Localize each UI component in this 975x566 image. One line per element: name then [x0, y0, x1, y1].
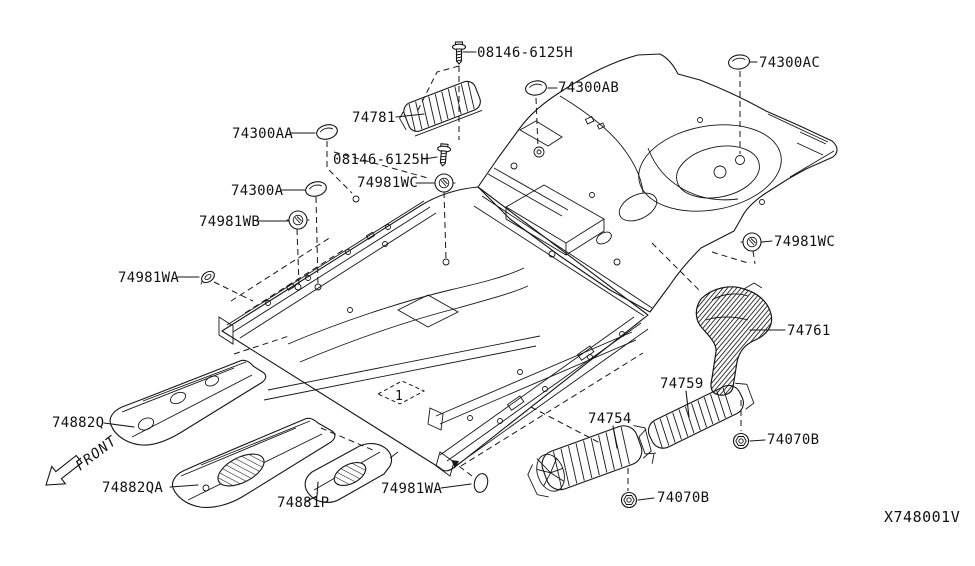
part-label-74882QA: 74882QA [102, 480, 163, 496]
grommet-icon [432, 173, 456, 193]
part-label-74300A: 74300A [231, 183, 284, 199]
part-label-74759: 74759 [660, 376, 704, 392]
insulator-74761-drawing [695, 282, 773, 396]
rear-floor-pan-drawing [473, 53, 838, 317]
part-label-74754: 74754 [588, 411, 632, 427]
part-label-74070B-lower: 74070B [657, 490, 709, 506]
plug-icon [728, 54, 750, 70]
plug-oval-icon [473, 473, 489, 493]
part-label-74881P: 74881P [277, 495, 329, 511]
plug-icon [305, 181, 327, 197]
part-label-74981WC-left: 74981WC [357, 175, 418, 191]
part-label-74981WA-left: 74981WA [118, 270, 179, 286]
floor-callout: 1 [376, 380, 426, 405]
grommet-icon [286, 210, 310, 230]
front-label: FRONT [73, 433, 121, 474]
part-number-labels: 08146-6125H 74300AB 74300AC 74781 74300A… [52, 45, 835, 511]
plug-icon [525, 80, 547, 96]
part-label-08146-6125H-upper: 08146-6125H [477, 45, 573, 61]
clip-icon [200, 270, 215, 285]
sill-cover-74882Q-drawing [109, 359, 267, 446]
bolt-icon [451, 41, 467, 65]
part-label-74882Q: 74882Q [52, 415, 104, 431]
part-label-74761: 74761 [787, 323, 831, 339]
diagram-code: X748001V [884, 508, 960, 526]
bolt-icon [437, 143, 452, 167]
nut-icon [620, 491, 638, 509]
insulator-74759-drawing [638, 382, 755, 464]
part-label-74300AA: 74300AA [232, 126, 293, 142]
part-label-74981WC-right: 74981WC [774, 234, 835, 250]
part-label-74070B-upper: 74070B [767, 432, 819, 448]
nut-icon [732, 432, 750, 450]
part-label-74300AC: 74300AC [759, 55, 820, 71]
grommet-icon [740, 232, 764, 252]
part-label-74781: 74781 [352, 110, 396, 126]
part-label-08146-6125H-lower: 08146-6125H [333, 152, 429, 168]
part-label-74300AB: 74300AB [558, 80, 619, 96]
part-label-74981WA-bottom: 74981WA [381, 481, 442, 497]
floor-callout-number: 1 [395, 389, 403, 404]
insulator-74754-drawing [527, 425, 652, 498]
dashed-projection-lines [213, 65, 756, 491]
leader-lines [103, 51, 786, 503]
part-label-74981WB: 74981WB [199, 214, 260, 230]
plug-icon [316, 124, 338, 140]
front-direction-arrow: FRONT [45, 433, 121, 486]
sill-cover-74882QA-drawing [171, 417, 336, 508]
main-floor-pan-drawing [218, 184, 649, 477]
insulator-74781-drawing [399, 80, 483, 137]
